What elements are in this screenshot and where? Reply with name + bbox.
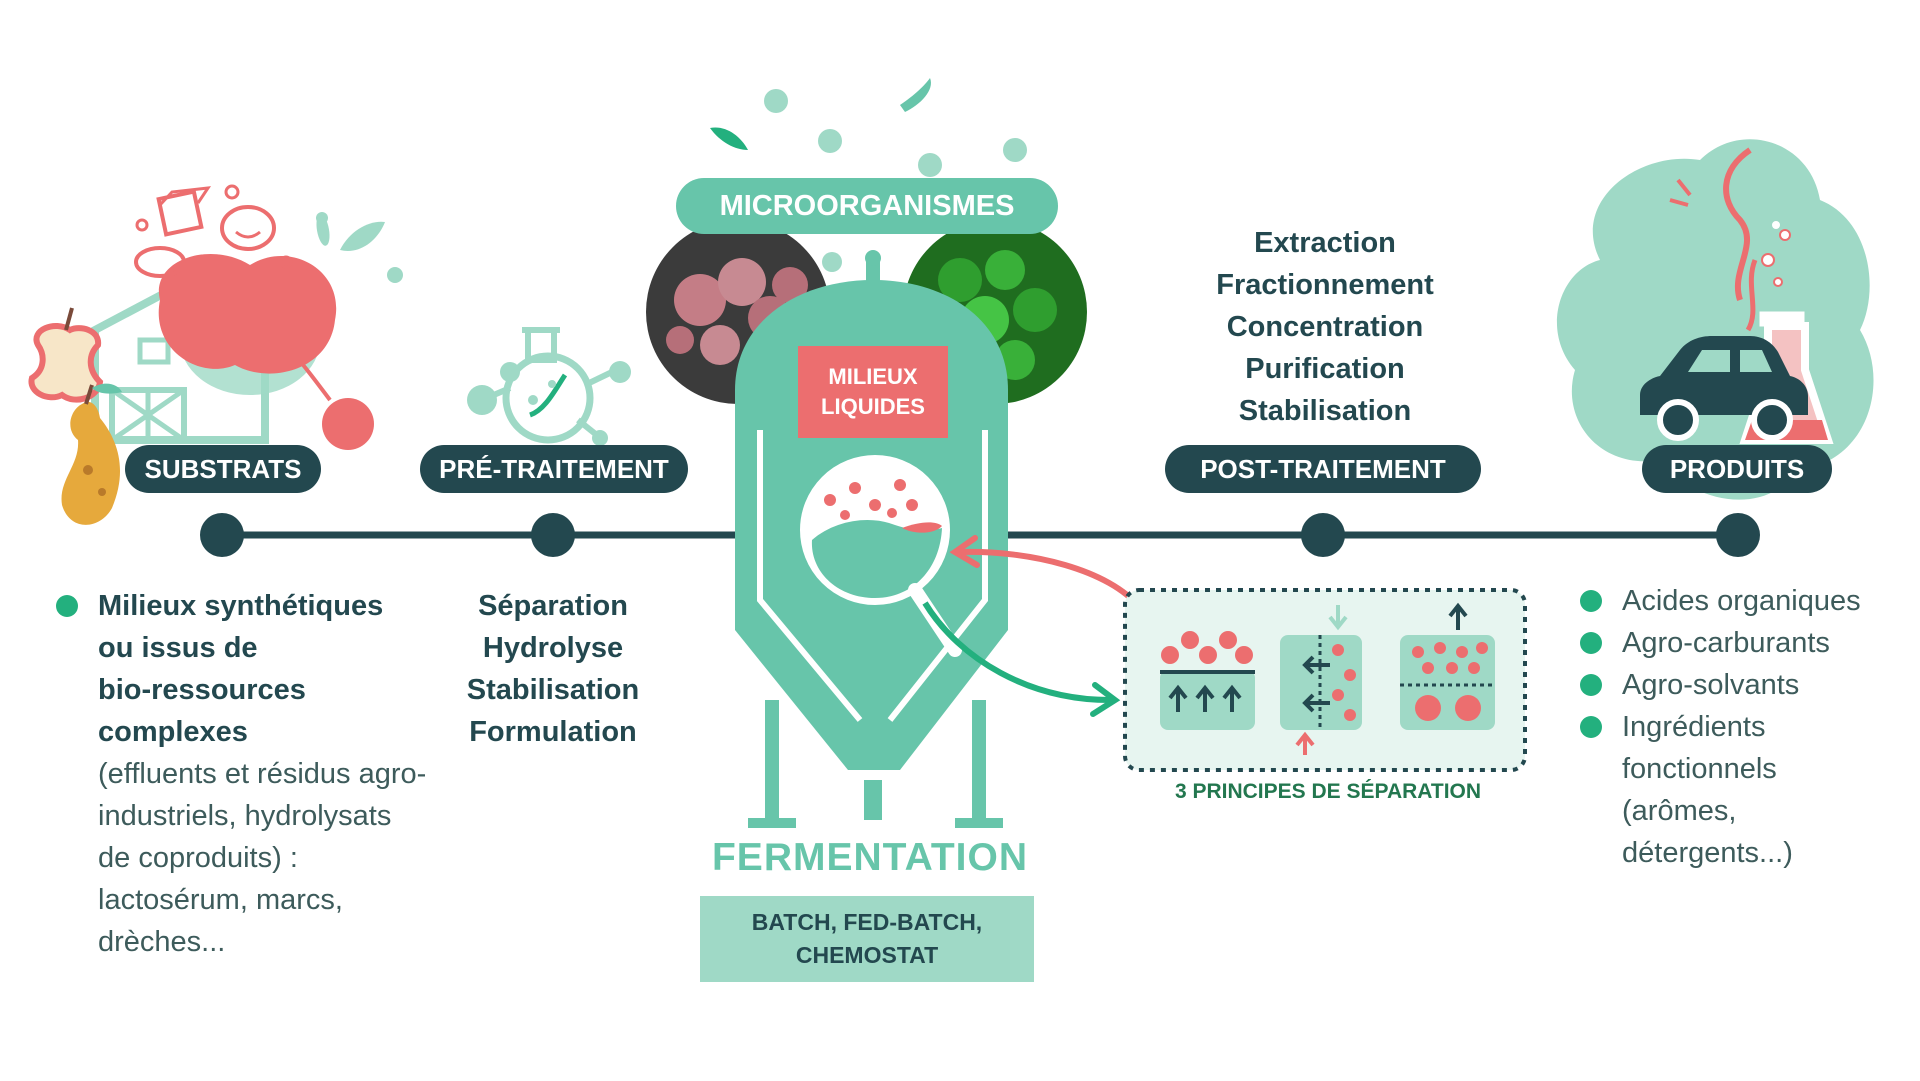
- produit-item: Agro-carburants: [1580, 622, 1910, 664]
- stage-substrats: SUBSTRATS: [125, 445, 321, 493]
- bullet-dot: [1580, 590, 1602, 612]
- to-separation-arrow: [922, 601, 1111, 703]
- timeline-node-posttraitement: [1301, 513, 1345, 557]
- separation-title: 3 PRINCIPES DE SÉPARATION: [1174, 780, 1482, 803]
- pre-step: Formulation: [469, 716, 637, 748]
- substrats-detail-line: drèches...: [98, 926, 226, 958]
- flask-illustration: [467, 327, 631, 446]
- pretraitement-steps: Séparation Hydrolyse Stabilisation Formu…: [430, 585, 676, 753]
- post-step: Stabilisation: [1238, 395, 1412, 427]
- post-step: Extraction: [1254, 227, 1396, 259]
- fermentation-mode-line: CHEMOSTAT: [795, 942, 939, 968]
- produits-list: Acides organiques Agro-carburants Agro-s…: [1580, 580, 1910, 874]
- separation-principles-box: [1123, 588, 1527, 772]
- substrats-detail-line: (effluents et résidus agro-: [98, 758, 427, 790]
- milieux-liquides-label: MILIEUX LIQUIDES: [798, 346, 948, 438]
- substrats-bold-line: bio-ressources: [98, 674, 306, 706]
- produit-label: Acides organiques: [1622, 585, 1861, 617]
- pre-step: Stabilisation: [466, 674, 640, 706]
- fermentation-modes: BATCH, FED-BATCH, CHEMOSTAT: [700, 896, 1034, 982]
- substrats-bold-line: Milieux synthétiques: [98, 590, 384, 622]
- pre-step: Séparation: [478, 590, 628, 622]
- bullet-dot: [56, 595, 78, 617]
- separation-principle-1: [1160, 670, 1255, 730]
- produit-label: Agro-solvants: [1622, 669, 1800, 701]
- substrats-illustration: [28, 184, 403, 525]
- produit-item: Ingrédients fonctionnels (arômes, déterg…: [1580, 706, 1910, 874]
- stage-produits: PRODUITS: [1642, 445, 1832, 493]
- posttraitement-steps: Extraction Fractionnement Concentration …: [1150, 222, 1500, 432]
- substrats-bold-line: complexes: [98, 716, 248, 748]
- stage-posttraitement: POST-TRAITEMENT: [1165, 445, 1481, 493]
- pre-step: Hydrolyse: [482, 632, 624, 664]
- milieux-line-1: MILIEUX: [828, 364, 918, 389]
- stage-microorganismes: MICROORGANISMES: [676, 178, 1058, 234]
- substrats-detail-line: lactosérum, marcs,: [98, 884, 343, 916]
- produit-label: Agro-carburants: [1622, 627, 1830, 659]
- bullet-dot: [1580, 674, 1602, 696]
- timeline-node-pretraitement: [531, 513, 575, 557]
- microorganism-particles: [710, 78, 1027, 272]
- timeline-node-substrats: [200, 513, 244, 557]
- produit-item: Acides organiques: [1580, 580, 1910, 622]
- produits-illustration: [1556, 139, 1874, 500]
- fermenter-illustration: [735, 250, 1008, 828]
- substrats-description: Milieux synthétiques ou issus de bio-res…: [56, 585, 476, 963]
- produit-label-line: détergents...): [1622, 837, 1793, 869]
- stage-pretraitement: PRÉ-TRAITEMENT: [420, 445, 688, 493]
- bullet-dot: [1580, 632, 1602, 654]
- substrats-bold-line: ou issus de: [98, 632, 258, 664]
- separation-principle-2: [1280, 635, 1362, 730]
- fermentation-mode-line: BATCH, FED-BATCH,: [751, 909, 983, 935]
- post-step: Fractionnement: [1216, 269, 1434, 301]
- produit-label-line: Ingrédients: [1622, 711, 1766, 743]
- timeline-node-produits: [1716, 513, 1760, 557]
- milieux-line-2: LIQUIDES: [821, 394, 925, 419]
- substrats-detail-line: de coproduits) :: [98, 842, 298, 874]
- post-step: Purification: [1245, 353, 1405, 385]
- post-step: Concentration: [1226, 311, 1424, 343]
- produit-item: Agro-solvants: [1580, 664, 1910, 706]
- produit-label: Ingrédients fonctionnels (arômes, déterg…: [1622, 706, 1793, 874]
- substrats-detail-line: industriels, hydrolysats: [98, 800, 392, 832]
- fermentation-title: FERMENTATION: [711, 836, 1029, 879]
- produit-label-line: (arômes,: [1622, 795, 1737, 827]
- bullet-dot: [1580, 716, 1602, 738]
- produit-label-line: fonctionnels: [1622, 753, 1777, 785]
